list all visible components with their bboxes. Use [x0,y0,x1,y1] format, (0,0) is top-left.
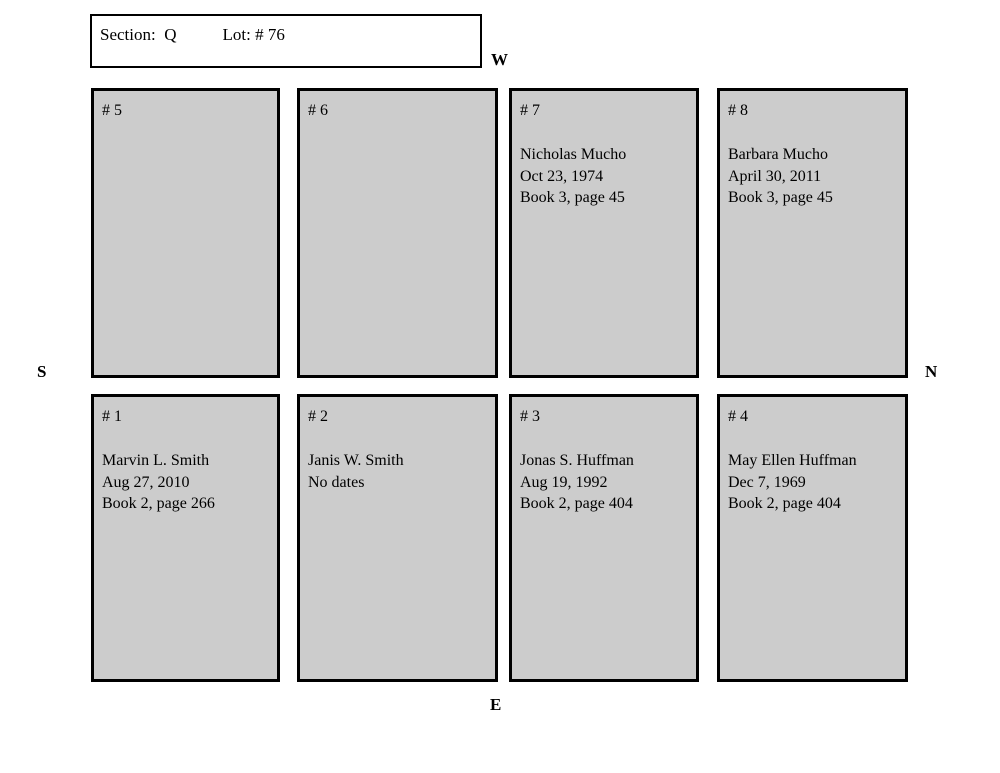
plot-book-reference: Book 2, page 266 [102,495,215,512]
compass-south-label: S [37,362,47,381]
plot-date: April 30, 2011 [728,167,822,185]
plot-book-reference: Book 3, page 45 [728,189,833,206]
plot-number-label: # 8 [728,102,748,119]
compass-west-label: W [491,50,508,69]
plot-cell[interactable]: # 4 May Ellen Huffman Dec 7, 1969 Book 2… [717,394,908,682]
plot-occupant-name: Nicholas Mucho [520,146,627,163]
plot-row-bottom: # 1 Marvin L. Smith Aug 27, 2010 Book 2,… [0,394,1000,682]
plot-occupant-name: Barbara Mucho [728,146,828,163]
section-label-space [156,25,165,44]
section-lot-header-text: Section: Q Lot: # 76 [100,24,285,45]
plot-cell[interactable]: # 5 [91,88,280,378]
plot-number-label: # 6 [308,102,328,119]
plot-details: Jonas S. Huffman Aug 19, 1992 Book 2, pa… [520,450,692,515]
plot-cell[interactable]: # 1 Marvin L. Smith Aug 27, 2010 Book 2,… [91,394,280,682]
section-label: Section: [100,25,156,44]
plot-cell[interactable]: # 6 [297,88,498,378]
plot-book-reference: Book 2, page 404 [520,495,633,512]
plot-cell[interactable]: # 7 Nicholas Mucho Oct 23, 1974 Book 3, … [509,88,699,378]
plot-date: Aug 19, 1992 [520,473,608,491]
plot-date: Oct 23, 1974 [520,167,604,185]
lot-value: # 76 [255,25,285,44]
plot-row-top: # 5 # 6 # 7 Nicholas Mucho Oct 23, 1974 … [0,88,1000,378]
plot-cell[interactable]: # 3 Jonas S. Huffman Aug 19, 1992 Book 2… [509,394,699,682]
plot-occupant-name: Janis W. Smith [308,452,404,469]
plot-number-label: # 7 [520,102,540,119]
plot-book-reference: Book 3, page 45 [520,189,625,206]
plot-details: Marvin L. Smith Aug 27, 2010 Book 2, pag… [102,450,273,515]
compass-east-label: E [490,695,502,714]
plot-date: No dates [308,473,365,491]
plot-number-label: # 1 [102,408,122,425]
compass-north-label: N [925,362,938,381]
section-value: Q [164,25,177,44]
plot-cell[interactable]: # 8 Barbara Mucho April 30, 2011 Book 3,… [717,88,908,378]
plot-details: Nicholas Mucho Oct 23, 1974 Book 3, page… [520,144,692,209]
plot-number-label: # 4 [728,408,748,425]
lot-label: Lot: [222,25,251,44]
plot-date: Dec 7, 1969 [728,473,806,491]
plot-occupant-name: Marvin L. Smith [102,452,210,469]
plot-number-label: # 2 [308,408,328,425]
plot-cell[interactable]: # 2 Janis W. Smith No dates [297,394,498,682]
plot-occupant-name: May Ellen Huffman [728,452,857,469]
plot-details: Barbara Mucho April 30, 2011 Book 3, pag… [728,144,901,209]
plot-number-label: # 5 [102,102,122,119]
plot-details: Janis W. Smith No dates [308,450,491,493]
plot-occupant-name: Jonas S. Huffman [520,452,634,469]
plot-book-reference: Book 2, page 404 [728,495,841,512]
section-lot-header-box: Section: Q Lot: # 76 [90,14,482,68]
plot-number-label: # 3 [520,408,540,425]
plot-date: Aug 27, 2010 [102,473,190,491]
plot-details: May Ellen Huffman Dec 7, 1969 Book 2, pa… [728,450,901,515]
